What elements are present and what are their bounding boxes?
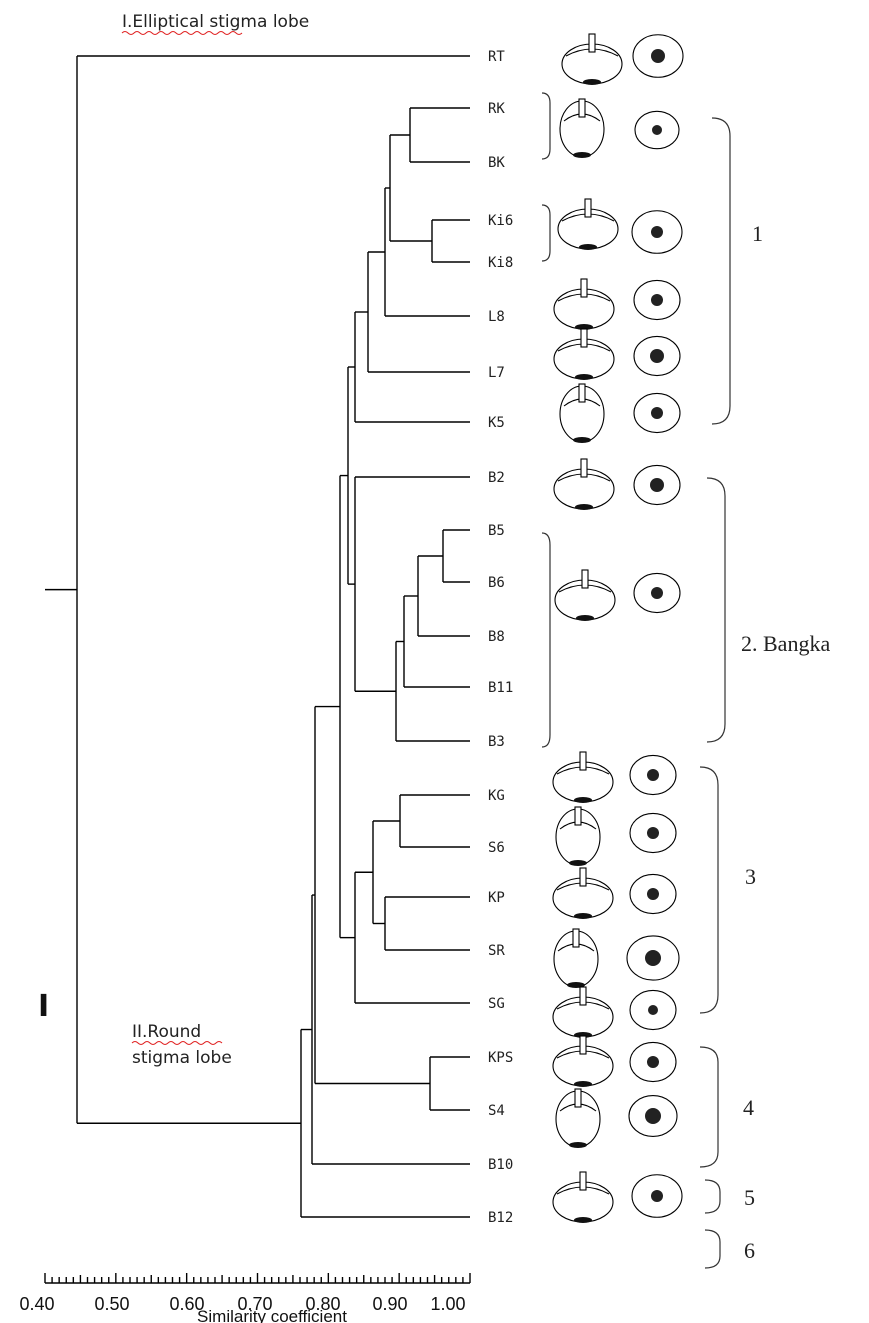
fruit-side-icon — [554, 329, 614, 380]
cluster-5-label: 5 — [744, 1185, 755, 1210]
axis-title: Similarity coefficient — [197, 1307, 347, 1323]
fruit-side-icon — [554, 459, 614, 510]
stigma-top-icon — [634, 336, 680, 375]
fruit-side-icon — [562, 34, 622, 85]
leaf-label-l7: L7 — [488, 365, 505, 381]
stigma-top-icon — [634, 465, 680, 504]
leaf-label-l8: L8 — [488, 309, 505, 325]
fruit-side-icon — [554, 279, 614, 330]
leaf-label-sr: SR — [488, 943, 505, 959]
fruit-side-icon — [553, 1172, 613, 1223]
pair-bracket — [542, 93, 550, 159]
fruit-side-icon — [554, 929, 598, 988]
stigma-top-icon — [630, 990, 676, 1029]
group-1-label: I.Elliptical stigma lobe — [122, 12, 309, 32]
fruit-side-icon — [553, 868, 613, 919]
dendrogram-tree — [45, 56, 470, 1217]
axis-tick-label: 1.00 — [430, 1294, 465, 1314]
axis-tick-label: 0.40 — [19, 1294, 54, 1314]
cluster-brackets — [542, 93, 730, 1268]
side-marker: I — [38, 989, 49, 1024]
cluster-2-label: 2. Bangka — [741, 631, 830, 656]
leaf-label-b2: B2 — [488, 470, 505, 486]
leaf-label-ki6: Ki6 — [488, 213, 513, 229]
stigma-top-icon — [633, 35, 683, 78]
cluster-2-bracket — [707, 478, 725, 742]
leaf-label-bk: BK — [488, 155, 505, 171]
leaf-label-k5: K5 — [488, 415, 505, 431]
cluster-1-label: 1 — [752, 221, 763, 246]
leaf-label-b3: B3 — [488, 734, 505, 750]
leaf-label-b10: B10 — [488, 1157, 513, 1173]
axis-tick-label: 0.50 — [94, 1294, 129, 1314]
leaf-label-kg: KG — [488, 788, 505, 804]
cluster-3-bracket — [700, 767, 718, 1013]
cluster-5-bracket — [705, 1180, 720, 1213]
fruit-side-icon — [553, 1036, 613, 1087]
leaf-label-b5: B5 — [488, 523, 505, 539]
leaf-label-sg: SG — [488, 996, 505, 1012]
leaf-label-s4: S4 — [488, 1103, 505, 1119]
leaf-label-b6: B6 — [488, 575, 505, 591]
fruit-side-icon — [553, 987, 613, 1038]
stigma-top-icon — [632, 1175, 682, 1218]
stigma-top-icon — [629, 1096, 677, 1137]
stigma-top-icon — [634, 573, 680, 612]
stigma-top-icon — [627, 936, 679, 980]
similarity-axis — [45, 1273, 470, 1283]
cluster-4-bracket — [700, 1047, 718, 1167]
cluster-1-bracket — [712, 118, 730, 424]
fruit-side-icon — [553, 752, 613, 803]
stigma-top-icon — [630, 755, 676, 794]
cluster-4-label: 4 — [743, 1095, 754, 1120]
fruit-side-icon — [556, 807, 600, 866]
leaf-label-ki8: Ki8 — [488, 255, 513, 271]
stigma-top-icon — [634, 393, 680, 432]
leaf-label-b8: B8 — [488, 629, 505, 645]
leaf-label-b12: B12 — [488, 1210, 513, 1226]
stigma-top-icon — [632, 211, 682, 254]
group-2-label-line1: II.Round — [132, 1022, 201, 1042]
fruit-side-icon — [560, 384, 604, 443]
stigma-top-icon — [635, 111, 679, 148]
fruit-illustrations — [553, 34, 683, 1223]
stigma-top-icon — [630, 874, 676, 913]
leaf-label-rk: RK — [488, 101, 505, 117]
leaf-label-kp: KP — [488, 890, 505, 906]
stigma-top-icon — [634, 280, 680, 319]
axis-tick-label: 0.90 — [372, 1294, 407, 1314]
leaf-label-rt: RT — [488, 49, 505, 65]
leaf-label-s6: S6 — [488, 840, 505, 856]
group-bracket — [542, 533, 550, 747]
leaf-label-kps: KPS — [488, 1050, 513, 1066]
stigma-top-icon — [630, 1042, 676, 1081]
group-2-label-line2: stigma lobe — [132, 1048, 232, 1068]
stigma-top-icon — [630, 813, 676, 852]
leaf-label-b11: B11 — [488, 680, 513, 696]
fruit-side-icon — [556, 1089, 600, 1148]
pair-bracket — [542, 205, 550, 261]
cluster-6-bracket — [705, 1230, 720, 1268]
fruit-side-icon — [560, 99, 604, 158]
cluster-3-label: 3 — [745, 864, 756, 889]
fruit-side-icon — [558, 199, 618, 250]
cluster-6-label: 6 — [744, 1238, 755, 1263]
fruit-side-icon — [555, 570, 615, 621]
